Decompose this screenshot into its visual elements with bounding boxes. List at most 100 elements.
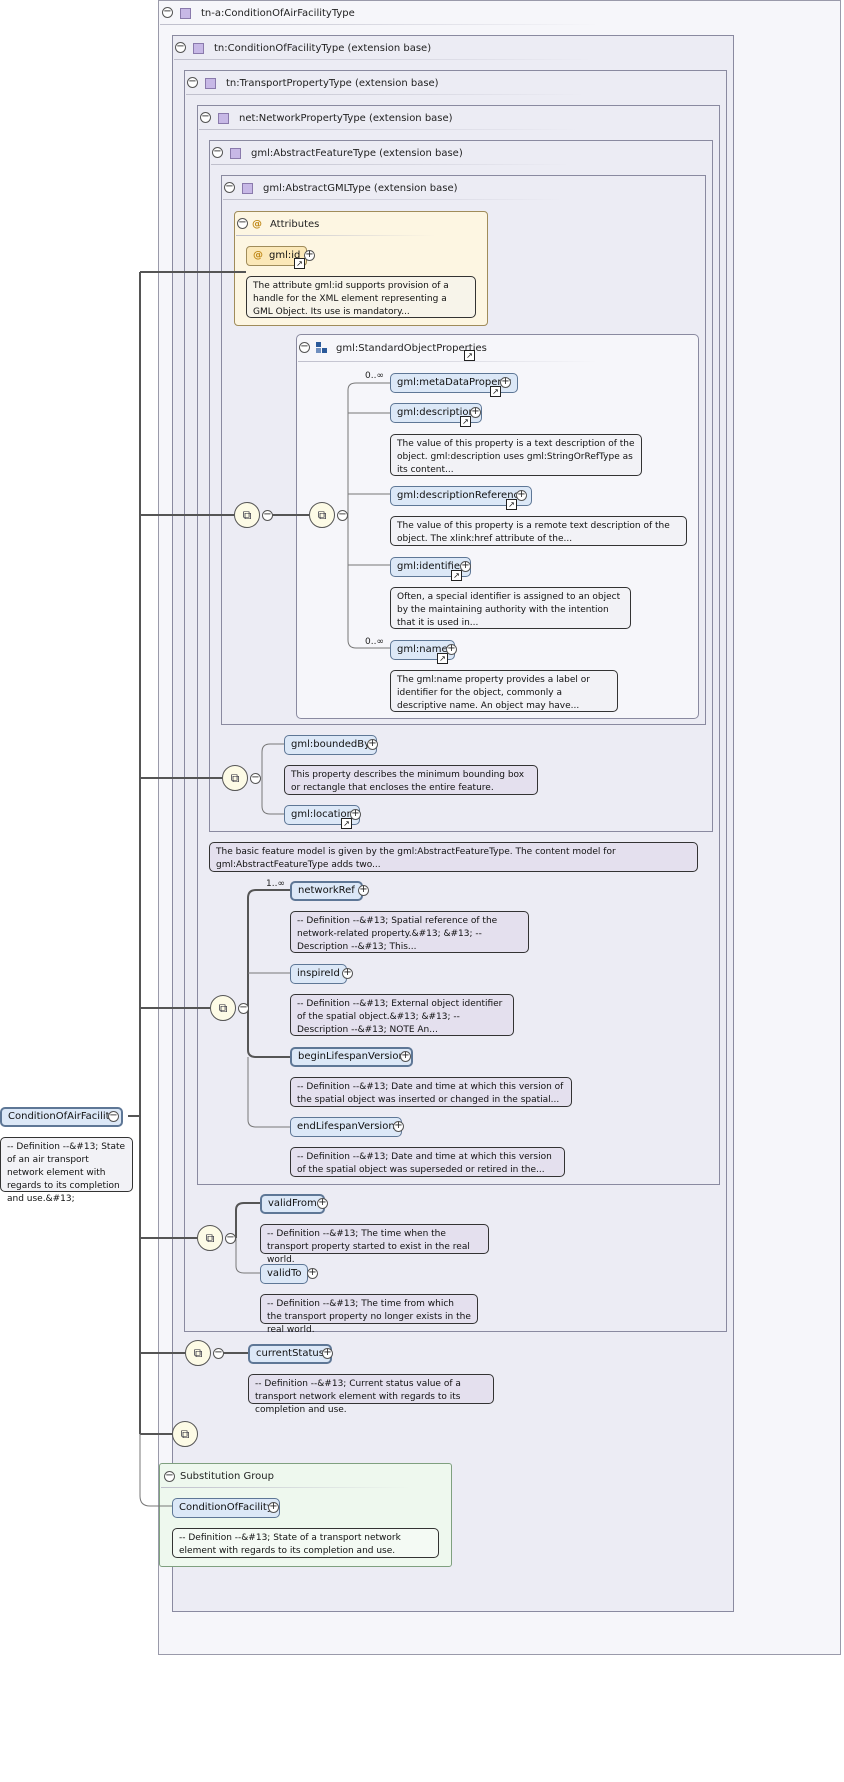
link-icon[interactable]: ↗ — [294, 258, 305, 269]
element-networkref[interactable]: networkRef — [290, 881, 363, 901]
element-validto[interactable]: validTo — [260, 1264, 309, 1284]
collapse-sequence-icon[interactable]: − — [250, 772, 261, 784]
root-annotation-text: -- Definition --&#13; State of an air tr… — [7, 1142, 126, 1204]
validfrom-annotation: -- Definition --&#13; The time when the … — [260, 1224, 489, 1265]
description-annotation-text: The value of this property is a text des… — [397, 439, 635, 475]
cardinality-label: 0..∞ — [365, 371, 384, 381]
validto-annotation: -- Definition --&#13; The time from whic… — [260, 1294, 478, 1335]
sequence-compositor-icon[interactable]: ⧉ — [309, 502, 335, 528]
collapse-standard-object-properties-icon[interactable]: − — [299, 341, 310, 353]
collapse-sequence-icon[interactable]: − — [262, 509, 273, 521]
collapse-attributes-icon[interactable]: − — [237, 217, 248, 229]
sequence-compositor-icon[interactable]: ⧉ — [197, 1225, 223, 1251]
element-conditionoffacility[interactable]: ConditionOfFacility — [172, 1498, 280, 1518]
element-gml-boundedby[interactable]: gml:boundedBy — [284, 735, 378, 755]
sequence-compositor-icon[interactable]: ⧉ — [172, 1421, 198, 1447]
type-label-t6: gml:AbstractGMLType (extension base) — [263, 182, 458, 194]
expand-validto-icon[interactable]: + — [307, 1267, 318, 1279]
expand-gml-id-icon[interactable]: + — [304, 249, 315, 261]
collapse-t2-icon[interactable]: − — [175, 41, 186, 53]
currentstatus-annotation-text: -- Definition --&#13; Current status val… — [255, 1379, 461, 1415]
link-icon[interactable]: ↗ — [464, 350, 475, 361]
type-header-t6: gml:AbstractGMLType (extension base) — [236, 180, 458, 196]
description-annotation: The value of this property is a text des… — [390, 434, 642, 476]
sequence-compositor-icon[interactable]: ⧉ — [234, 502, 260, 528]
networkref-annotation-text: -- Definition --&#13; Spatial reference … — [297, 916, 498, 952]
expand-beginlifespanversion-icon[interactable]: + — [400, 1050, 411, 1062]
expand-currentstatus-icon[interactable]: + — [322, 1347, 333, 1359]
validto-annotation-text: -- Definition --&#13; The time from whic… — [267, 1299, 471, 1335]
element-currentstatus[interactable]: currentStatus — [248, 1344, 332, 1364]
link-icon[interactable]: ↗ — [437, 653, 448, 664]
collapse-sequence-icon[interactable]: − — [337, 509, 348, 521]
gml-id-annotation: The attribute gml:id supports provision … — [246, 276, 476, 318]
expand-metadataproperty-icon[interactable]: + — [500, 376, 511, 388]
element-gml-descriptionreference[interactable]: gml:descriptionReference — [390, 486, 533, 506]
link-icon[interactable]: ↗ — [451, 570, 462, 581]
element-gml-identifier[interactable]: gml:identifier — [390, 557, 472, 577]
expand-boundedby-icon[interactable]: + — [367, 738, 378, 750]
expand-endlifespanversion-icon[interactable]: + — [393, 1120, 404, 1132]
element-gml-metadataproperty[interactable]: gml:metaDataProperty — [390, 373, 519, 393]
sequence-compositor-icon[interactable]: ⧉ — [222, 765, 248, 791]
endlifespanversion-annotation-text: -- Definition --&#13; Date and time at w… — [297, 1152, 552, 1175]
expand-description-icon[interactable]: + — [470, 406, 481, 418]
element-endlifespanversion[interactable]: endLifespanVersion — [290, 1117, 402, 1137]
expand-descriptionreference-icon[interactable]: + — [516, 489, 527, 501]
substitution-group-title: Substitution Group — [180, 1470, 274, 1482]
complex-type-icon — [205, 77, 216, 89]
link-icon[interactable]: ↗ — [341, 818, 352, 829]
type-header-t2: tn:ConditionOfFacilityType (extension ba… — [187, 40, 431, 56]
name-annotation-text: The gml:name property provides a label o… — [397, 675, 590, 711]
endlifespanversion-annotation: -- Definition --&#13; Date and time at w… — [290, 1147, 565, 1177]
collapse-t6-icon[interactable]: − — [224, 181, 235, 193]
type-header-t3: tn:TransportPropertyType (extension base… — [199, 75, 439, 91]
expand-conditionoffacility-icon[interactable]: + — [268, 1501, 279, 1513]
collapse-substitution-group-icon[interactable]: − — [164, 1470, 175, 1482]
expand-networkref-icon[interactable]: + — [358, 884, 369, 896]
root-element-conditionofairfacility[interactable]: ConditionOfAirFacility — [0, 1107, 124, 1127]
type-separator-t6 — [223, 199, 563, 200]
element-validfrom[interactable]: validFrom — [260, 1194, 325, 1214]
collapse-t3-icon[interactable]: − — [187, 76, 198, 88]
expand-identifier-icon[interactable]: + — [460, 560, 471, 572]
type-label-t1: tn-a:ConditionOfAirFacilityType — [201, 7, 355, 19]
expand-name-icon[interactable]: + — [446, 643, 457, 655]
link-icon[interactable]: ↗ — [490, 386, 501, 397]
root-annotation: -- Definition --&#13; State of an air tr… — [0, 1137, 133, 1204]
conditionoffacility-annotation-text: -- Definition --&#13; State of a transpo… — [179, 1533, 401, 1556]
attributes-header: @ Attributes — [252, 216, 319, 232]
collapse-sequence-icon[interactable]: − — [238, 1002, 249, 1014]
element-gml-description[interactable]: gml:description — [390, 403, 482, 423]
descriptionreference-annotation: The value of this property is a remote t… — [390, 516, 687, 546]
expand-inspireid-icon[interactable]: + — [342, 967, 353, 979]
type-header-t1: tn-a:ConditionOfAirFacilityType — [174, 5, 355, 21]
collapse-t4-icon[interactable]: − — [200, 111, 211, 123]
sequence-compositor-icon[interactable]: ⧉ — [210, 995, 236, 1021]
networkref-annotation: -- Definition --&#13; Spatial reference … — [290, 911, 529, 953]
conditionoffacility-annotation: -- Definition --&#13; State of a transpo… — [172, 1528, 439, 1558]
beginlifespanversion-annotation-text: -- Definition --&#13; Date and time at w… — [297, 1082, 564, 1105]
collapse-sequence-icon[interactable]: − — [225, 1232, 236, 1244]
collapse-t1-icon[interactable]: − — [162, 6, 173, 18]
attributes-title: Attributes — [270, 218, 320, 230]
collapse-sequence-icon[interactable]: − — [213, 1347, 224, 1359]
expand-location-icon[interactable]: + — [350, 808, 361, 820]
element-inspireid[interactable]: inspireId — [290, 964, 347, 984]
link-icon[interactable]: ↗ — [460, 416, 471, 427]
type-label-t2: tn:ConditionOfFacilityType (extension ba… — [214, 42, 432, 54]
element-beginlifespanversion[interactable]: beginLifespanVersion — [290, 1047, 413, 1067]
complex-type-icon — [180, 7, 191, 19]
collapse-root-icon[interactable]: − — [108, 1110, 119, 1122]
inspireid-annotation-text: -- Definition --&#13; External object id… — [297, 999, 503, 1035]
type-label-t4: net:NetworkPropertyType (extension base) — [239, 112, 453, 124]
expand-validfrom-icon[interactable]: + — [317, 1197, 328, 1209]
complex-type-icon — [218, 112, 229, 124]
collapse-t5-icon[interactable]: − — [212, 146, 223, 158]
sequence-compositor-icon[interactable]: ⧉ — [185, 1340, 211, 1366]
link-icon[interactable]: ↗ — [506, 499, 517, 510]
standard-object-properties-label: gml:StandardObjectProperties — [336, 342, 487, 354]
substitution-group-header: Substitution Group — [180, 1468, 274, 1484]
abstract-feature-annotation: The basic feature model is given by the … — [209, 842, 698, 872]
